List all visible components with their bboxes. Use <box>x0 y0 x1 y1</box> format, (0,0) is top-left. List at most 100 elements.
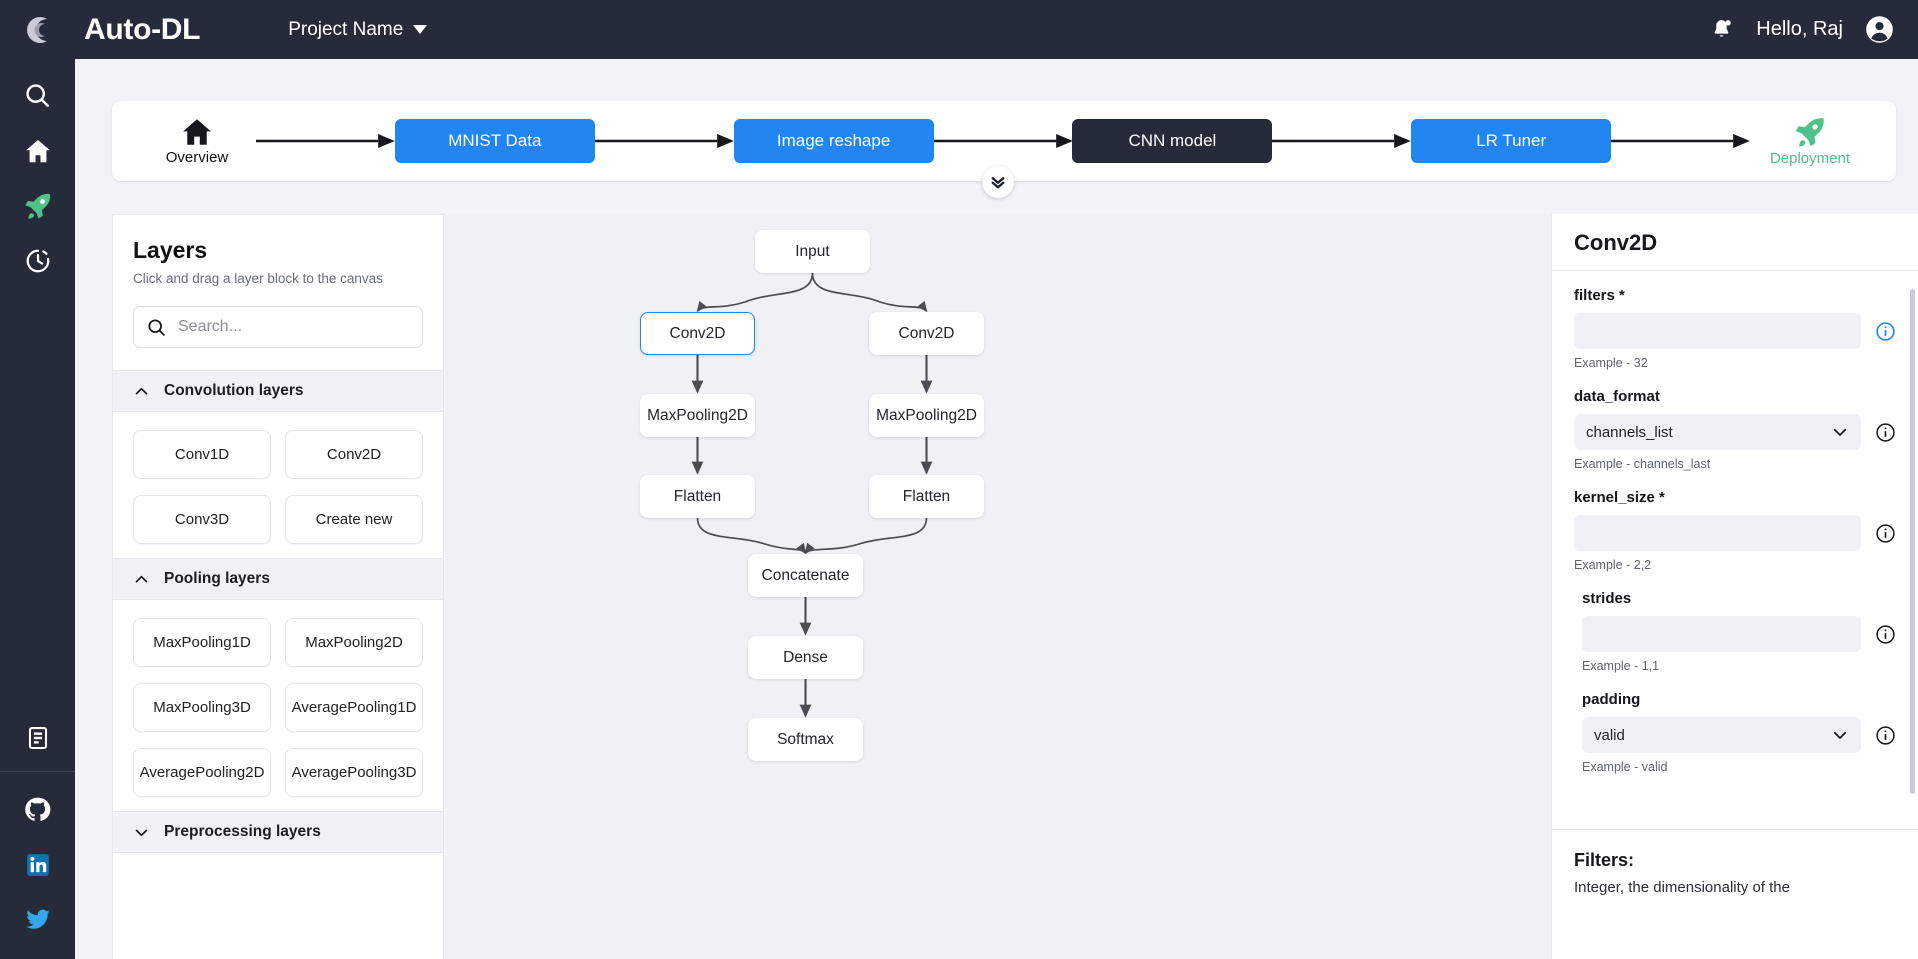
layer-chip-maxpooling3d[interactable]: MaxPooling3D <box>133 683 271 732</box>
layer-chip-averagepooling3d[interactable]: AveragePooling3D <box>285 748 423 797</box>
sidebar-item-linkedin[interactable] <box>0 837 75 892</box>
user-avatar-icon[interactable] <box>1865 15 1894 44</box>
info-circle-icon[interactable] <box>1875 422 1896 443</box>
layer-group-header-pooling[interactable]: Pooling layers <box>113 558 443 600</box>
graph-node-conv2d-left[interactable]: Conv2D <box>640 312 755 355</box>
chevron-down-icon <box>133 824 150 841</box>
layer-group-header-convolution[interactable]: Convolution layers <box>113 370 443 412</box>
graph-node-conv2d-right[interactable]: Conv2D <box>869 312 984 355</box>
property-example-padding: Example - valid <box>1582 760 1668 774</box>
notification-bell-icon[interactable] <box>1709 17 1734 42</box>
graph-node-maxpooling2d-right[interactable]: MaxPooling2D <box>869 394 984 437</box>
layers-subtitle: Click and drag a layer block to the canv… <box>133 271 383 286</box>
layer-search[interactable] <box>133 306 423 348</box>
layer-group-body-convolution: Conv1D Conv2D Conv3D Create new <box>113 412 443 558</box>
sidebar-item-docs[interactable] <box>0 710 75 765</box>
padding-value: valid <box>1594 726 1625 744</box>
graph-node-concatenate[interactable]: Concatenate <box>748 554 863 597</box>
layer-chip-conv1d[interactable]: Conv1D <box>133 430 271 479</box>
sidebar-item-history[interactable] <box>0 233 75 288</box>
rail-divider <box>0 771 75 772</box>
search-icon <box>146 317 167 338</box>
property-row-padding: valid <box>1582 717 1896 753</box>
graph-node-softmax[interactable]: Softmax <box>748 718 863 761</box>
graph-node-flatten-left[interactable]: Flatten <box>640 475 755 518</box>
pipeline-step-image-reshape[interactable]: Image reshape <box>733 119 934 163</box>
search-input[interactable] <box>178 318 410 336</box>
graph-node-input[interactable]: Input <box>755 230 870 273</box>
layer-group-title: Preprocessing layers <box>164 823 321 840</box>
pipeline-step-lr-tuner[interactable]: LR Tuner <box>1411 119 1612 163</box>
user-greeting: Hello, Raj <box>1756 18 1843 40</box>
property-label-filters: filters * <box>1574 287 1625 304</box>
info-circle-icon[interactable] <box>1875 523 1896 544</box>
layer-chip-averagepooling1d[interactable]: AveragePooling1D <box>285 683 423 732</box>
property-field-data-format: data_format channels_list Example - chan… <box>1574 388 1896 471</box>
project-name-label: Project Name <box>288 18 404 40</box>
search-icon <box>23 81 52 110</box>
properties-scroll-area[interactable]: filters * Example - 32 data_format chann… <box>1552 271 1918 836</box>
pipeline-step-overview[interactable]: Overview <box>138 116 256 166</box>
property-row-data-format: channels_list <box>1574 414 1896 450</box>
data-format-value: channels_list <box>1586 423 1673 441</box>
properties-title: Conv2D <box>1552 214 1918 271</box>
kernel-size-input[interactable] <box>1574 515 1861 551</box>
left-icon-rail <box>0 59 75 959</box>
pipeline-arrow <box>256 130 395 152</box>
pipeline-step-mnist-data[interactable]: MNIST Data <box>394 119 595 163</box>
layers-panel: Layers Click and drag a layer block to t… <box>112 214 444 959</box>
property-row-kernel-size <box>1574 515 1896 551</box>
twitter-icon <box>24 906 52 934</box>
graph-node-flatten-right[interactable]: Flatten <box>869 475 984 518</box>
layer-chip-conv3d[interactable]: Conv3D <box>133 495 271 544</box>
property-label-data-format: data_format <box>1574 388 1660 405</box>
layer-chip-maxpooling2d[interactable]: MaxPooling2D <box>285 618 423 667</box>
data-format-select[interactable]: channels_list <box>1574 414 1861 450</box>
model-canvas[interactable]: Input Conv2D Conv2D MaxPooling2D MaxPool… <box>445 214 1550 959</box>
pipeline-step-deployment[interactable]: Deployment <box>1750 115 1870 167</box>
history-icon <box>24 247 52 275</box>
info-circle-icon[interactable] <box>1875 624 1896 645</box>
sidebar-item-home[interactable] <box>0 123 75 178</box>
pipeline-arrow <box>1611 130 1750 152</box>
app-title: Auto-DL <box>84 12 201 46</box>
github-icon <box>24 796 51 823</box>
pipeline-step-deployment-label: Deployment <box>1769 150 1850 167</box>
pipeline-collapse-button[interactable] <box>982 166 1014 198</box>
layer-chip-averagepooling2d[interactable]: AveragePooling2D <box>133 748 271 797</box>
property-field-strides: strides Example - 1,1 <box>1582 590 1896 673</box>
property-example-kernel-size: Example - 2,2 <box>1574 558 1652 572</box>
pipeline-arrow <box>594 130 734 152</box>
info-circle-icon[interactable] <box>1875 321 1896 342</box>
sidebar-item-github[interactable] <box>0 782 75 837</box>
help-text: Integer, the dimensionality of the <box>1574 879 1790 896</box>
app-logo[interactable] <box>0 0 75 59</box>
graph-node-dense[interactable]: Dense <box>748 636 863 679</box>
layer-group-title: Convolution layers <box>164 382 304 399</box>
pipeline-bar: Overview MNIST Data Image reshape CNN mo… <box>112 101 1896 181</box>
layer-group-title: Pooling layers <box>164 570 270 587</box>
chevron-up-icon <box>133 383 150 400</box>
sidebar-item-twitter[interactable] <box>0 892 75 947</box>
layer-group-header-preprocessing[interactable]: Preprocessing layers <box>113 811 443 853</box>
padding-select[interactable]: valid <box>1582 717 1861 753</box>
pipeline-arrow <box>1272 130 1412 152</box>
home-icon <box>24 137 52 165</box>
strides-input[interactable] <box>1582 616 1861 652</box>
property-label-kernel-size: kernel_size * <box>1574 489 1665 506</box>
top-bar: Auto-DL Project Name Hello, Raj <box>0 0 1918 59</box>
info-circle-icon[interactable] <box>1875 725 1896 746</box>
graph-node-maxpooling2d-left[interactable]: MaxPooling2D <box>640 394 755 437</box>
properties-scrollbar[interactable] <box>1910 289 1915 794</box>
pipeline-step-cnn-model[interactable]: CNN model <box>1072 119 1273 163</box>
layer-chip-maxpooling1d[interactable]: MaxPooling1D <box>133 618 271 667</box>
project-selector[interactable]: Project Name <box>288 18 428 41</box>
filters-input[interactable] <box>1574 313 1861 349</box>
docs-icon <box>25 725 51 751</box>
sidebar-item-deploy[interactable] <box>0 178 75 233</box>
layer-chip-create-new[interactable]: Create new <box>285 495 423 544</box>
auto-dl-logo-icon <box>21 13 55 47</box>
property-label-strides: strides <box>1582 590 1632 607</box>
sidebar-item-search[interactable] <box>0 68 75 123</box>
layer-chip-conv2d[interactable]: Conv2D <box>285 430 423 479</box>
